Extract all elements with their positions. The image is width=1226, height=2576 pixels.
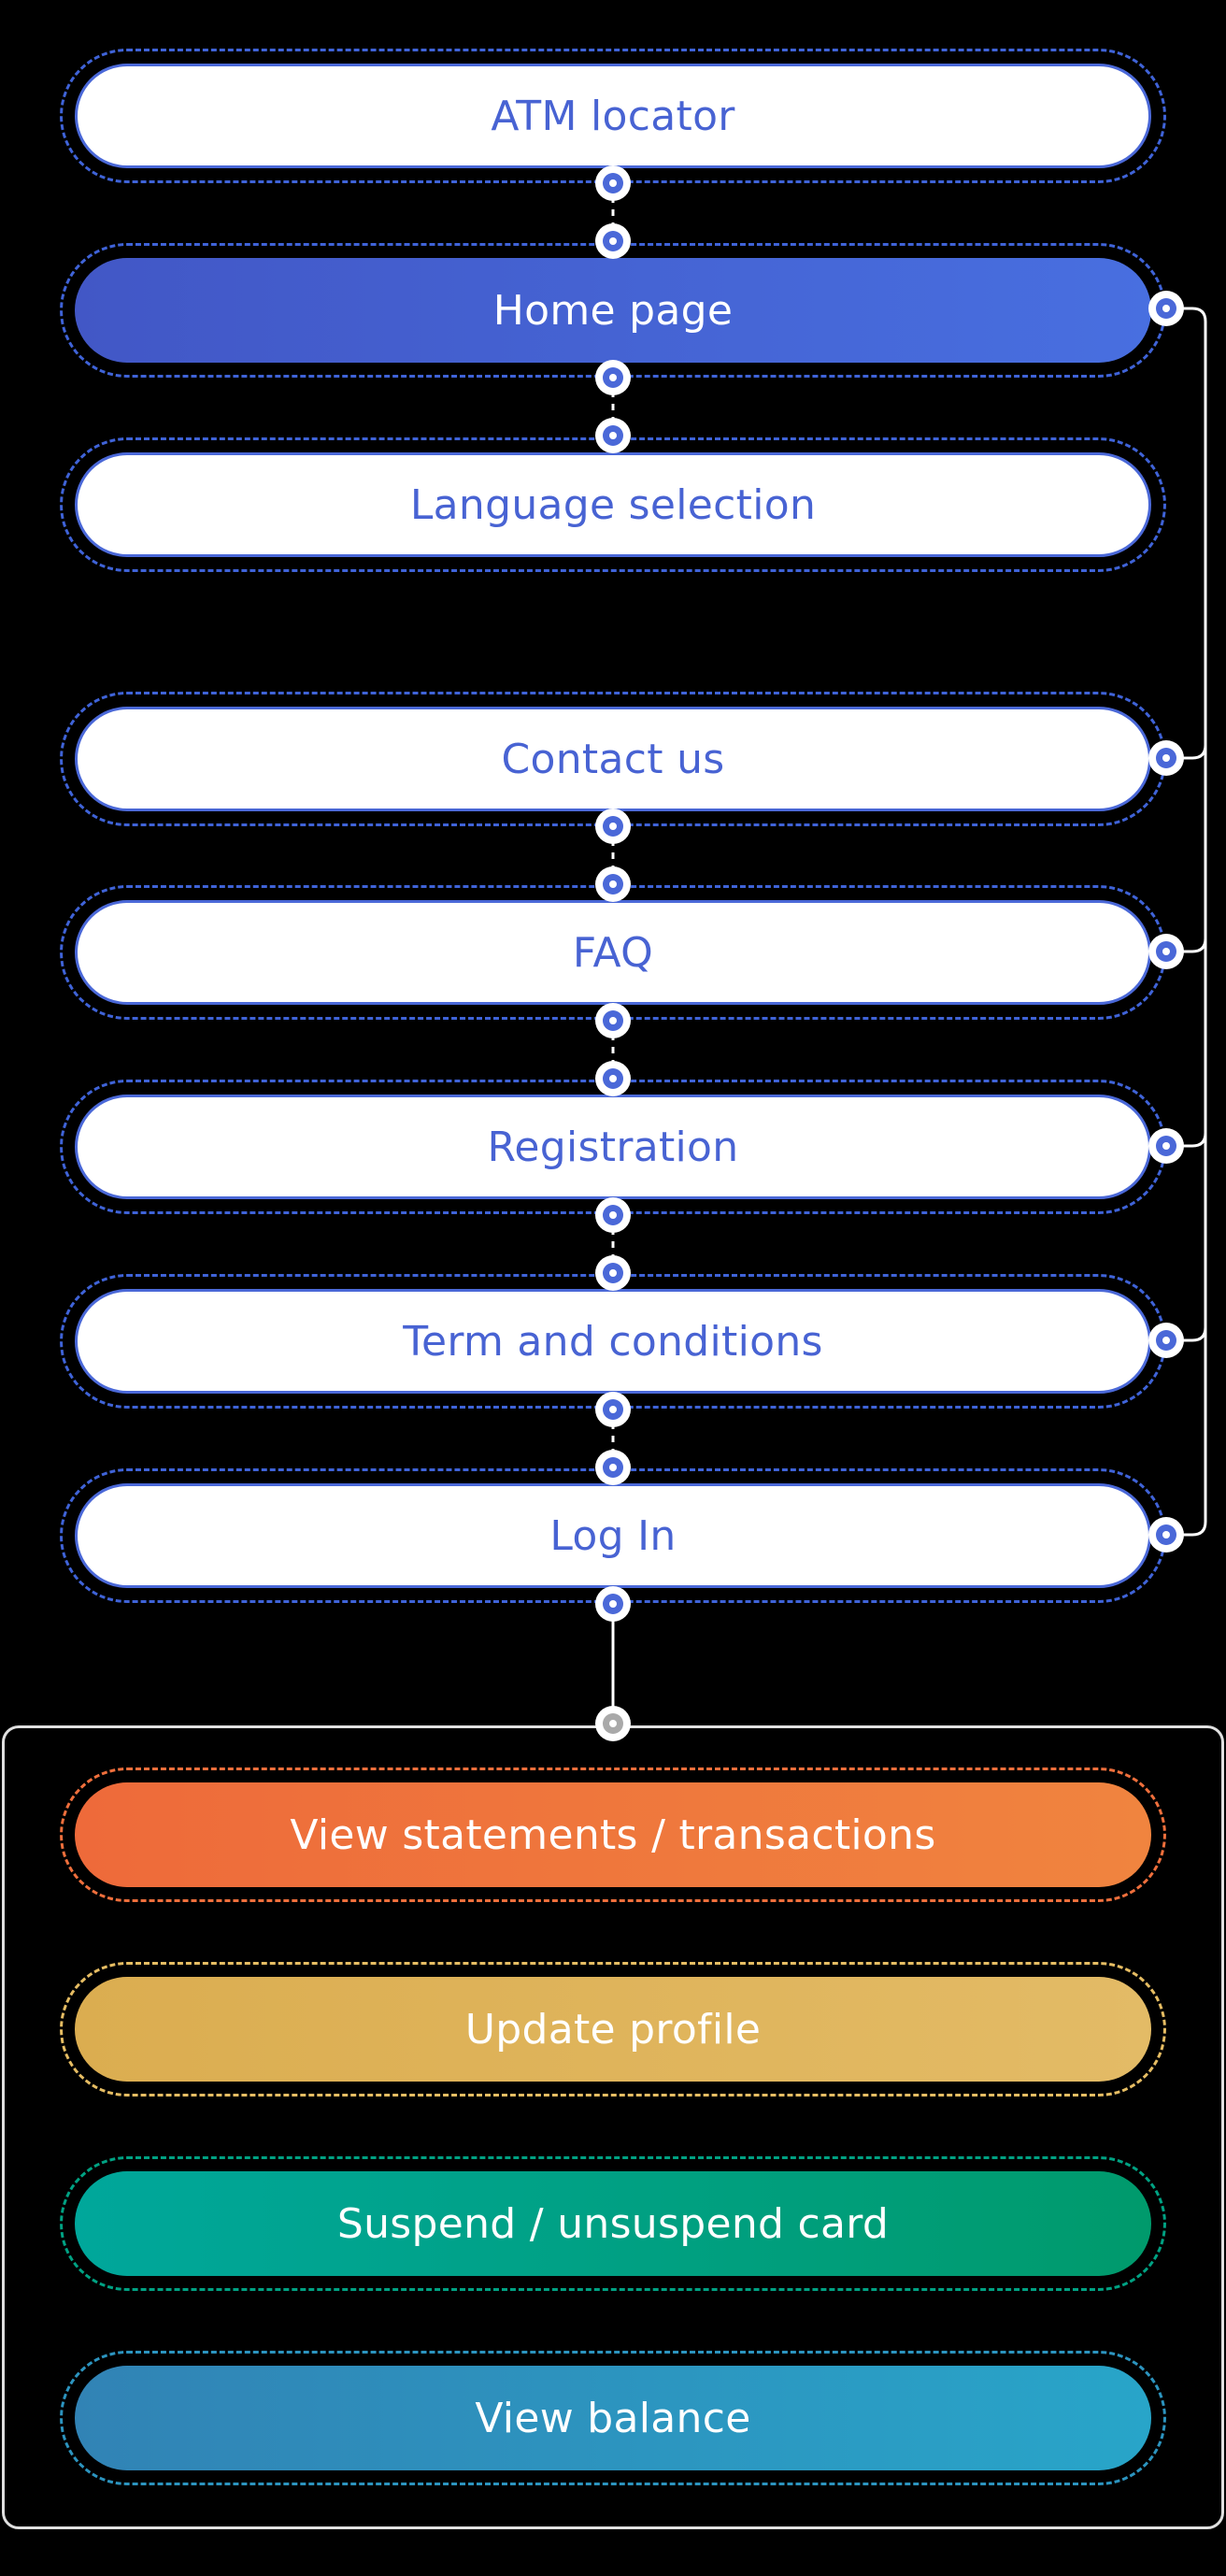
atm-locator-label: ATM locator: [491, 92, 735, 140]
side-connector-dot[interactable]: [1148, 740, 1184, 776]
update-profile-node[interactable]: Update profile: [75, 1977, 1151, 2082]
connector-dot[interactable]: [595, 223, 631, 259]
faq-node[interactable]: FAQ: [75, 900, 1151, 1005]
registration-node[interactable]: Registration: [75, 1095, 1151, 1199]
terms-node[interactable]: Term and conditions: [75, 1289, 1151, 1394]
connector-dot[interactable]: [595, 809, 631, 844]
connector-dot[interactable]: [595, 165, 631, 201]
side-connector-dot[interactable]: [1148, 934, 1184, 969]
contact-us-node[interactable]: Contact us: [75, 707, 1151, 811]
connector-dot[interactable]: [595, 1450, 631, 1485]
suspend-card-node[interactable]: Suspend / unsuspend card: [75, 2171, 1151, 2276]
log-in-label: Log In: [549, 1511, 677, 1560]
side-connector-dot[interactable]: [1148, 1517, 1184, 1553]
connector-dot[interactable]: [595, 418, 631, 453]
faq-label: FAQ: [572, 928, 654, 977]
registration-label: Registration: [487, 1123, 739, 1171]
connector-dot[interactable]: [595, 1197, 631, 1233]
side-connector-dot[interactable]: [1148, 291, 1184, 326]
language-selection-label: Language selection: [409, 480, 817, 529]
connector-dot[interactable]: [595, 1061, 631, 1096]
suspend-card-label: Suspend / unsuspend card: [336, 2199, 890, 2248]
side-connector-dot[interactable]: [1148, 1323, 1184, 1358]
view-statements-label: View statements / transactions: [290, 1810, 936, 1859]
connector-dot[interactable]: [595, 1392, 631, 1427]
suspend-card-halo: [60, 2156, 1166, 2291]
view-balance-halo: [60, 2351, 1166, 2485]
connector-dot[interactable]: [595, 1255, 631, 1291]
home-page-node[interactable]: Home page: [75, 258, 1151, 363]
side-connector-dot[interactable]: [1148, 1128, 1184, 1164]
contact-us-label: Contact us: [501, 735, 725, 783]
view-statements-node[interactable]: View statements / transactions: [75, 1782, 1151, 1887]
view-statements-halo: [60, 1767, 1166, 1902]
log-in-node[interactable]: Log In: [75, 1483, 1151, 1588]
atm-locator-node[interactable]: ATM locator: [75, 64, 1151, 168]
update-profile-label: Update profile: [464, 2005, 762, 2054]
language-selection-node[interactable]: Language selection: [75, 452, 1151, 557]
home-page-label: Home page: [492, 286, 734, 335]
view-balance-label: View balance: [475, 2394, 751, 2442]
terms-label: Term and conditions: [403, 1317, 823, 1366]
view-balance-node[interactable]: View balance: [75, 2366, 1151, 2470]
connector-dot[interactable]: [595, 360, 631, 395]
connector-dot[interactable]: [595, 866, 631, 902]
connector-dot[interactable]: [595, 1003, 631, 1038]
connector-dot[interactable]: [595, 1586, 631, 1622]
group-entry-dot[interactable]: [595, 1706, 631, 1741]
update-profile-halo: [60, 1962, 1166, 2097]
